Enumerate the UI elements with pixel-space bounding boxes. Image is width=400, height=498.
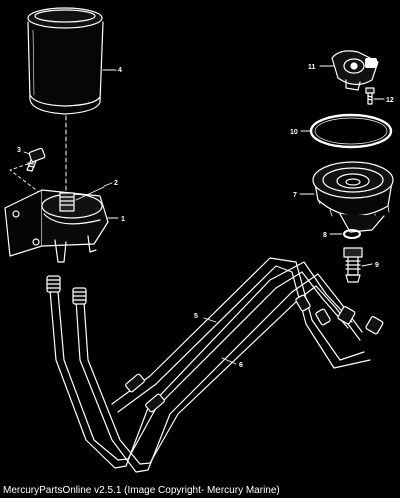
- hose-fitting-icon: [343, 247, 363, 283]
- gasket-ring-icon: [309, 113, 393, 149]
- callout-number-10: 10: [290, 129, 298, 136]
- image-caption: MercuryPartsOnline v2.5.1 (Image Copyrig…: [3, 485, 280, 496]
- callout-number-7: 7: [293, 192, 297, 199]
- mounting-bracket-icon: [4, 189, 109, 263]
- callout-number-6: 6: [239, 362, 243, 369]
- filter-adapter-housing-icon: [312, 161, 394, 233]
- bolt-icon: [365, 87, 375, 105]
- hose-icon: [49, 257, 371, 473]
- callout-number-8: 8: [323, 232, 327, 239]
- callout-number-1: 1: [121, 216, 125, 223]
- o-ring-icon: [343, 229, 361, 239]
- callout-number-11: 11: [308, 64, 316, 71]
- threaded-fitting-icon: [59, 192, 75, 212]
- callout-number-5: 5: [194, 313, 198, 320]
- callout-number-9: 9: [375, 262, 379, 269]
- callout-number-12: 12: [386, 97, 394, 104]
- callout-number-4: 4: [118, 67, 122, 74]
- oil-filter-icon: [27, 7, 104, 115]
- adapter-cap-icon: [331, 50, 379, 91]
- hose-end-fitting-icon: [46, 275, 384, 413]
- bolt-icon: [26, 147, 46, 172]
- callout-number-3: 3: [17, 147, 21, 154]
- parts-diagram: 4 2 3 1 5 6 7 8 9 10 11 12: [4, 7, 394, 473]
- callout-number-2: 2: [114, 180, 118, 187]
